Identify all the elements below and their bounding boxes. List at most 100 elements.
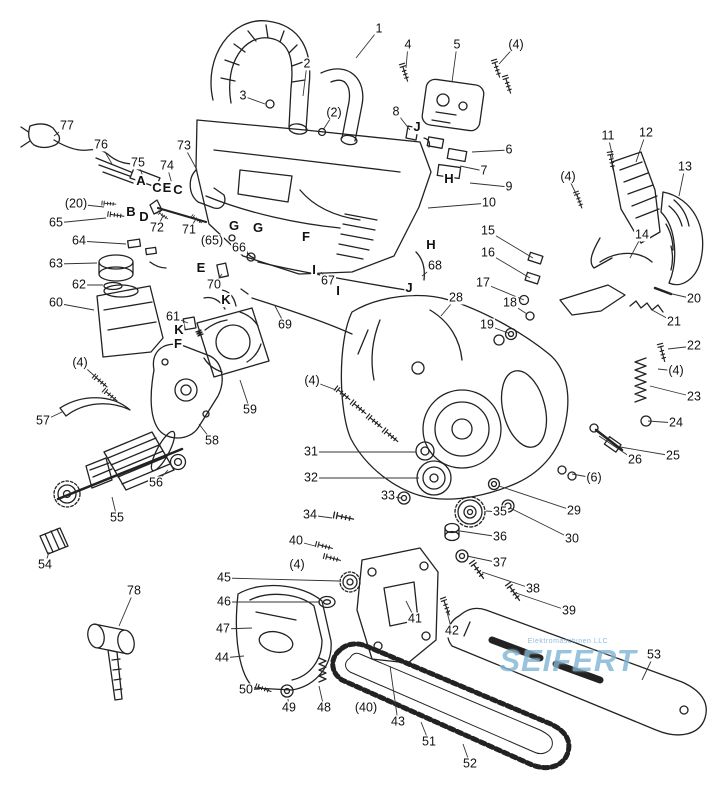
callout-62: 62 [71,277,87,292]
callout-F: F [173,336,183,352]
callout-24: 24 [668,415,684,430]
callout-K: K [220,292,232,308]
brake-bracket-art [573,150,661,269]
callout-12: 12 [638,125,654,140]
callout-(4): (4) [667,363,685,378]
callout-43: 43 [390,714,406,729]
callout-59: 59 [242,402,258,417]
guide-bar-art [447,607,707,736]
callout-13: 13 [677,159,693,174]
callout-77: 77 [59,118,75,133]
callout-69: 69 [277,317,293,332]
chain-brake-parts-art [504,251,673,481]
callout-66: 66 [231,240,247,255]
callout-26: 26 [627,452,643,467]
callout-B: B [125,204,137,220]
callout-73: 73 [176,138,192,153]
callout-(4): (4) [507,37,525,52]
callout-46: 46 [216,594,232,609]
callout-5: 5 [452,37,462,52]
callout-(6): (6) [585,470,603,485]
callout-6: 6 [504,142,514,157]
callout-33: 33 [380,488,396,503]
callout-45: 45 [216,570,232,585]
switch-module-art [398,58,514,180]
callout-15: 15 [480,223,496,238]
callout-29: 29 [566,503,582,518]
callout-8: 8 [391,104,401,119]
air-deflector-art [59,397,131,417]
armature-art [39,430,187,555]
callout-H: H [425,237,437,253]
side-cover-art [235,584,332,698]
callout-48: 48 [316,700,332,715]
bearing-plate-art [150,343,223,439]
callout-23: 23 [686,389,702,404]
callout-39: 39 [561,603,577,618]
callout-D: D [138,209,150,225]
callout-72: 72 [149,220,165,235]
callout-(40): (40) [353,700,379,715]
callout-16: 16 [480,245,496,260]
callout-60: 60 [48,295,64,310]
callout-51: 51 [421,734,437,749]
callout-(2): (2) [325,105,343,120]
callout-41: 41 [407,611,423,626]
callout-19: 19 [479,317,495,332]
callout-75: 75 [130,155,146,170]
callout-J: J [404,280,414,296]
callout-49: 49 [281,700,297,715]
callout-52: 52 [462,756,478,771]
callout-18: 18 [502,295,518,310]
callout-76: 76 [93,137,109,152]
callout-50: 50 [238,682,254,697]
field-housing-art [96,254,164,358]
callout-63: 63 [48,256,64,271]
callout-56: 56 [148,475,164,490]
saw-chain-art [330,641,572,770]
callout-35: 35 [492,504,508,519]
handle-tube-art [317,68,364,146]
callout-C: C [151,180,163,196]
callout-65: 65 [48,215,64,230]
callout-17: 17 [475,275,491,290]
brush-parts-art [126,210,256,337]
callout-70: 70 [206,277,222,292]
callout-36: 36 [492,529,508,544]
callout-I: I [311,262,317,278]
callout-(4): (4) [559,169,577,184]
callout-38: 38 [525,581,541,596]
callout-14: 14 [634,227,650,242]
callout-(65): (65) [199,233,225,248]
callout-E: E [161,180,173,196]
callout-54: 54 [37,557,53,572]
callout-1: 1 [374,21,384,36]
callout-(4): (4) [303,373,321,388]
callout-55: 55 [109,510,125,525]
callout-40: 40 [288,533,304,548]
callout-53: 53 [646,647,662,662]
callout-78: 78 [126,583,142,598]
callout-42: 42 [444,623,460,638]
callout-67: 67 [320,273,336,288]
callout-(4): (4) [71,355,89,370]
callout-74: 74 [159,158,175,173]
callout-71: 71 [181,222,197,237]
callout-2: 2 [302,56,312,71]
callout-21: 21 [666,314,682,329]
callout-25: 25 [665,448,681,463]
callout-3: 3 [238,88,248,103]
callout-C: C [172,182,184,198]
callout-K: K [173,322,185,338]
callout-E: E [195,260,207,276]
callout-F: F [301,229,311,245]
callout-57: 57 [35,413,51,428]
callout-9: 9 [504,179,514,194]
callout-32: 32 [303,470,319,485]
assembly-tool-art [87,623,135,701]
callout-61: 61 [165,309,181,324]
callout-10: 10 [481,195,497,210]
callout-A: A [135,173,147,189]
